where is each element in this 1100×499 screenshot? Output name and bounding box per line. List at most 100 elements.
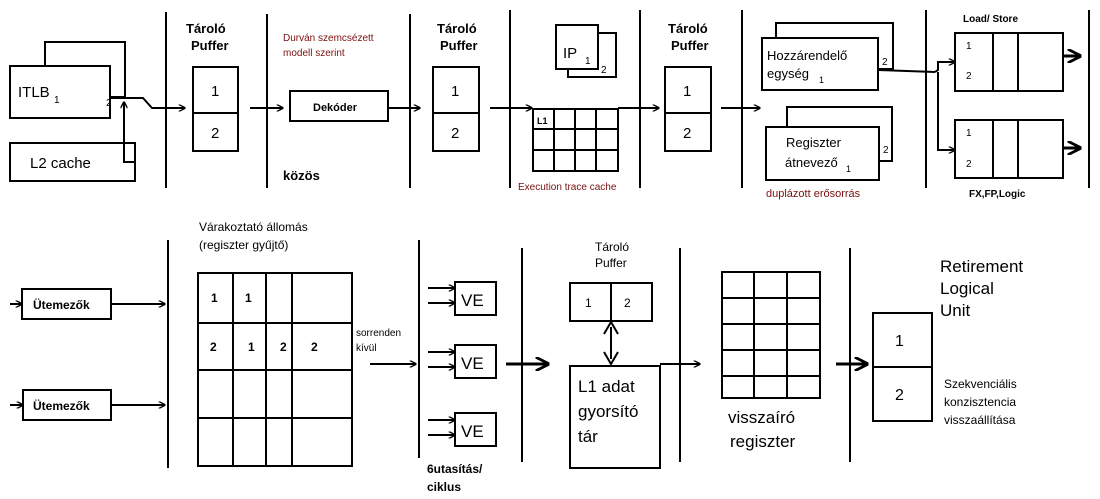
- storage-buffer-1: Tároló Puffer 1 2: [186, 21, 239, 152]
- ve-label: VE: [461, 291, 484, 310]
- station-cell: 1: [248, 340, 255, 354]
- buffer-cell: 1: [585, 296, 592, 310]
- ip-subscript: 1: [585, 56, 591, 67]
- register-renamer: Regiszter átnevező 1 2: [765, 106, 893, 181]
- assignment-label: Hozzárendelő: [767, 48, 847, 63]
- decoder-label: Dekóder: [313, 102, 358, 114]
- buffer-cell: 2: [683, 125, 691, 142]
- execution-unit-2: VE: [428, 344, 497, 379]
- flow-arrow-units: [937, 72, 955, 150]
- sequential-label: visszaállítása: [944, 413, 1016, 427]
- assignment-port: 2: [882, 57, 888, 68]
- coarse-grained-note: Durván szemcsézett: [283, 33, 374, 44]
- station-cell: 2: [210, 340, 217, 354]
- retirement-label: Logical: [940, 279, 994, 298]
- renamer-label: átnevező: [785, 155, 838, 170]
- coarse-grained-note: modell szerint: [283, 48, 345, 59]
- buffer-box: [432, 66, 480, 152]
- ve-box: [454, 281, 497, 316]
- writeback-label: regiszter: [730, 432, 796, 451]
- reservation-station: Várakoztató állomás (regiszter gyűjtő) 1…: [197, 220, 353, 467]
- itlb-port: 2: [106, 98, 112, 109]
- station-title: (regiszter gyűjtő): [199, 238, 288, 252]
- flow-arrow-loadstore: [934, 62, 955, 73]
- itlb-block: ITLB 1 2: [9, 41, 126, 119]
- fx-fp-logic-label: FX,FP,Logic: [969, 189, 1026, 200]
- itlb-label: ITLB: [18, 84, 50, 101]
- renamer-subscript: 1: [846, 164, 851, 174]
- unit-cell: 1: [966, 41, 972, 52]
- buffer-cell: 1: [683, 83, 691, 100]
- issue-rate-label: 6utasítás/: [427, 462, 483, 476]
- scheduler-label: Ütemezők: [33, 398, 90, 413]
- unit-cell: 2: [966, 159, 972, 170]
- renamer-box: [765, 126, 880, 181]
- buffer-title: Puffer: [595, 256, 627, 270]
- arrow-head-down: [603, 351, 619, 366]
- itlb-subscript: 1: [54, 95, 60, 106]
- buffer-cell: 1: [451, 83, 459, 100]
- writeback-register: visszaíró regiszter: [721, 271, 821, 451]
- scheduler-1: Ütemezők: [21, 288, 112, 320]
- execution-trace-cache: L1 Execution trace cache: [518, 108, 619, 193]
- unit-cell: 1: [966, 128, 972, 139]
- ve-box: [454, 412, 497, 447]
- buffer-title: Puffer: [191, 38, 229, 53]
- trace-l1-label: L1: [537, 116, 548, 126]
- writeback-label: visszaíró: [728, 408, 795, 427]
- sequential-label: Szekvenciális: [944, 377, 1017, 391]
- sequential-label: konzisztencia: [944, 395, 1016, 409]
- retirement-unit: Retirement Logical Unit 1 2 Szekvenciáli…: [872, 257, 1023, 427]
- retirement-label: Retirement: [940, 257, 1023, 276]
- storage-buffer-4: Tároló Puffer 1 2: [569, 240, 653, 322]
- station-cell: 1: [245, 291, 252, 305]
- l2-to-itlb-arrow: [124, 102, 135, 163]
- buffer-title: Puffer: [671, 38, 709, 53]
- storage-buffer-2: Tároló Puffer 1 2: [432, 21, 480, 152]
- scheduler-label: Ütemezők: [33, 297, 90, 312]
- buffer-title: Tároló: [595, 240, 629, 254]
- buffer-cell: 2: [451, 125, 459, 142]
- duplicated-resources-label: duplázott erősorrás: [766, 188, 861, 200]
- buffer-box: [192, 66, 239, 152]
- execution-unit-1: VE: [428, 281, 497, 316]
- assignment-unit: Hozzárendelő egység 1 2: [761, 22, 894, 91]
- ip-box: [555, 24, 599, 70]
- station-cell: 2: [280, 340, 287, 354]
- l1-data-cache: L1 adat gyorsító tár: [569, 365, 661, 469]
- ve-box: [454, 344, 497, 379]
- ip-label: IP: [563, 45, 577, 62]
- itlb-box: [9, 65, 111, 119]
- ip-block: IP 1 2: [555, 24, 617, 78]
- assignment-box: [761, 37, 879, 91]
- execution-unit-3: VE: [428, 412, 497, 447]
- buffer-cell: 2: [211, 125, 219, 142]
- unit-cell: 2: [966, 71, 972, 82]
- station-cell: 2: [311, 340, 318, 354]
- common-label: közös: [283, 168, 320, 183]
- out-of-order-label: kívül: [356, 343, 377, 354]
- renamer-port: 2: [883, 145, 889, 156]
- renamer-label: Regiszter: [786, 135, 842, 150]
- load-store-box: [954, 32, 1064, 92]
- issue-rate-label: ciklus: [427, 480, 461, 494]
- l2-cache-box: [9, 142, 136, 182]
- out-of-order-label: sorrenden: [356, 328, 401, 339]
- writeback-grid: [721, 271, 821, 399]
- retirement-cell: 2: [895, 387, 904, 404]
- ve-label: VE: [461, 354, 484, 373]
- l1-data-box: [569, 365, 661, 469]
- trace-cache-label: Execution trace cache: [518, 182, 617, 193]
- station-title: Várakoztató állomás: [199, 220, 308, 234]
- buffer-box: [664, 66, 712, 152]
- load-store-units: Load/ Store 1 2: [954, 14, 1080, 92]
- scheduler-2: Ütemezők: [22, 389, 112, 421]
- buffer-title: Puffer: [440, 38, 478, 53]
- l2-cache-block: L2 cache: [9, 142, 136, 182]
- retirement-cell: 1: [895, 333, 904, 350]
- buffer-title: Tároló: [668, 21, 708, 36]
- station-cell: 1: [211, 291, 218, 305]
- decoder-box: [289, 90, 389, 122]
- l1-data-label: gyorsító: [578, 402, 638, 421]
